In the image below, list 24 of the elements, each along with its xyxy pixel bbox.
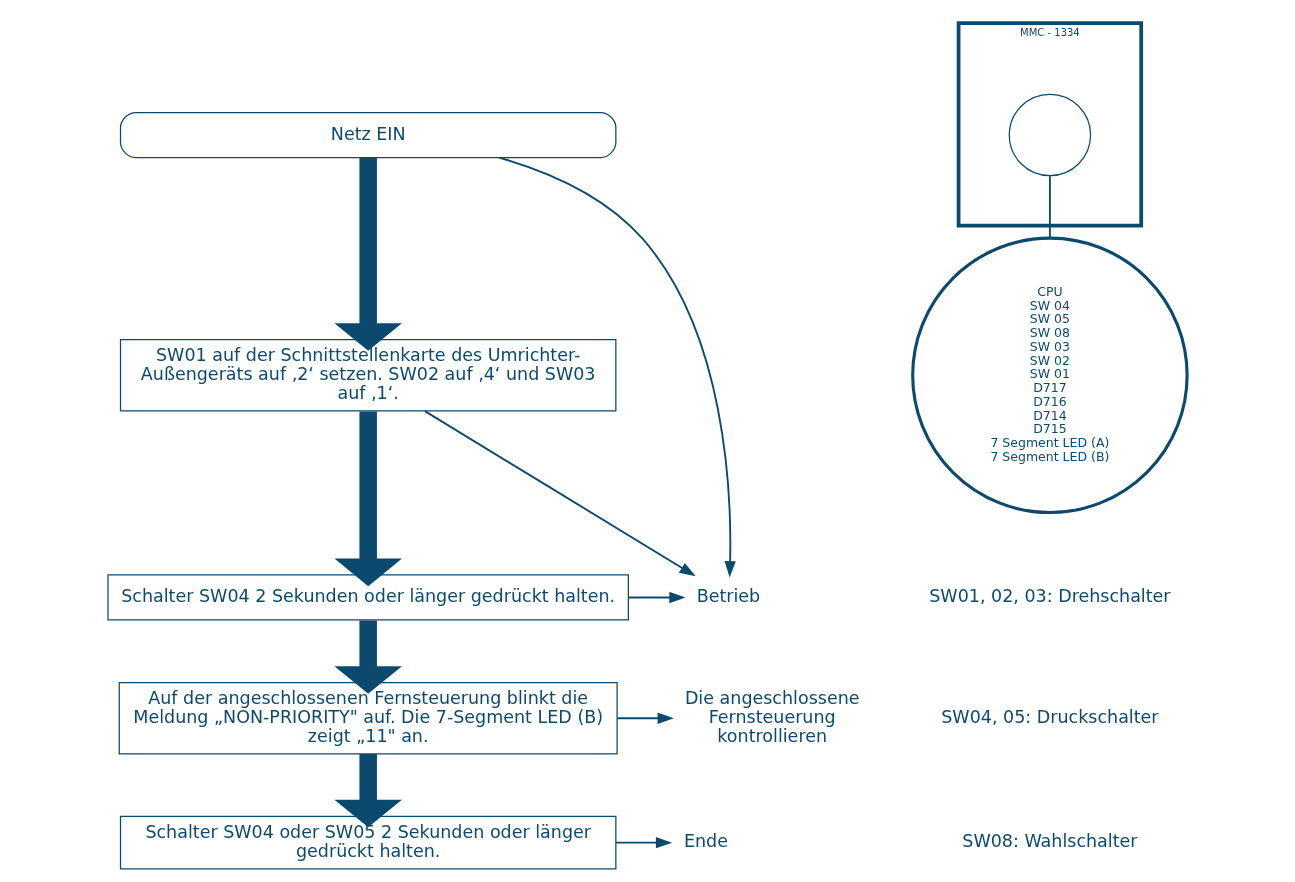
node-box: SW01 auf der Schnittstellenkarte des Umrichter-Außengeräts auf ‚2‘ setzen. SW02 auf ‚4‘ und SW03 auf ‚1‘. — [119, 339, 617, 412]
node-text: Betrieb — [696, 586, 761, 607]
arrow — [423, 410, 696, 577]
node-box: Netz EIN — [119, 111, 617, 159]
cluster: MMC - 1334 — [956, 21, 1144, 228]
node-text: Die angeschlossene Fernsteuerung kontrollieren — [684, 688, 860, 746]
arrow — [627, 591, 686, 604]
arrow — [498, 156, 736, 578]
node-text: Ende — [683, 831, 728, 852]
label: SW04, 05: Druckschalter — [941, 706, 1159, 727]
arrow — [334, 620, 402, 694]
label: SW08: Wahlschalter — [962, 831, 1138, 852]
arrow — [614, 836, 673, 849]
node-circle — [1008, 93, 1092, 177]
node-box: Schalter SW04 oder SW05 2 Sekunden oder länger gedrückt halten. — [119, 815, 617, 870]
connector — [1048, 175, 1051, 240]
node-box: Auf der angeschlossenen Fernsteuerung blinkt die Meldung „NON-PRIORITY" auf. Die 7-Segment LED (B) zeigt „11" an. — [118, 681, 618, 755]
arrow — [334, 754, 402, 828]
arrow — [334, 157, 402, 351]
arrow — [334, 411, 402, 587]
arrow — [616, 712, 674, 724]
node-circle: CPU SW 04 SW 05 SW 08 SW 03 SW 02 SW 01 D717 D716 D714 D715 7 Segment LED (A) 7 Segment LED (B) — [911, 236, 1189, 515]
node-box: Schalter SW04 2 Sekunden oder länger gedrückt halten. — [107, 574, 629, 621]
label: SW01, 02, 03: Drehschalter — [929, 586, 1171, 607]
